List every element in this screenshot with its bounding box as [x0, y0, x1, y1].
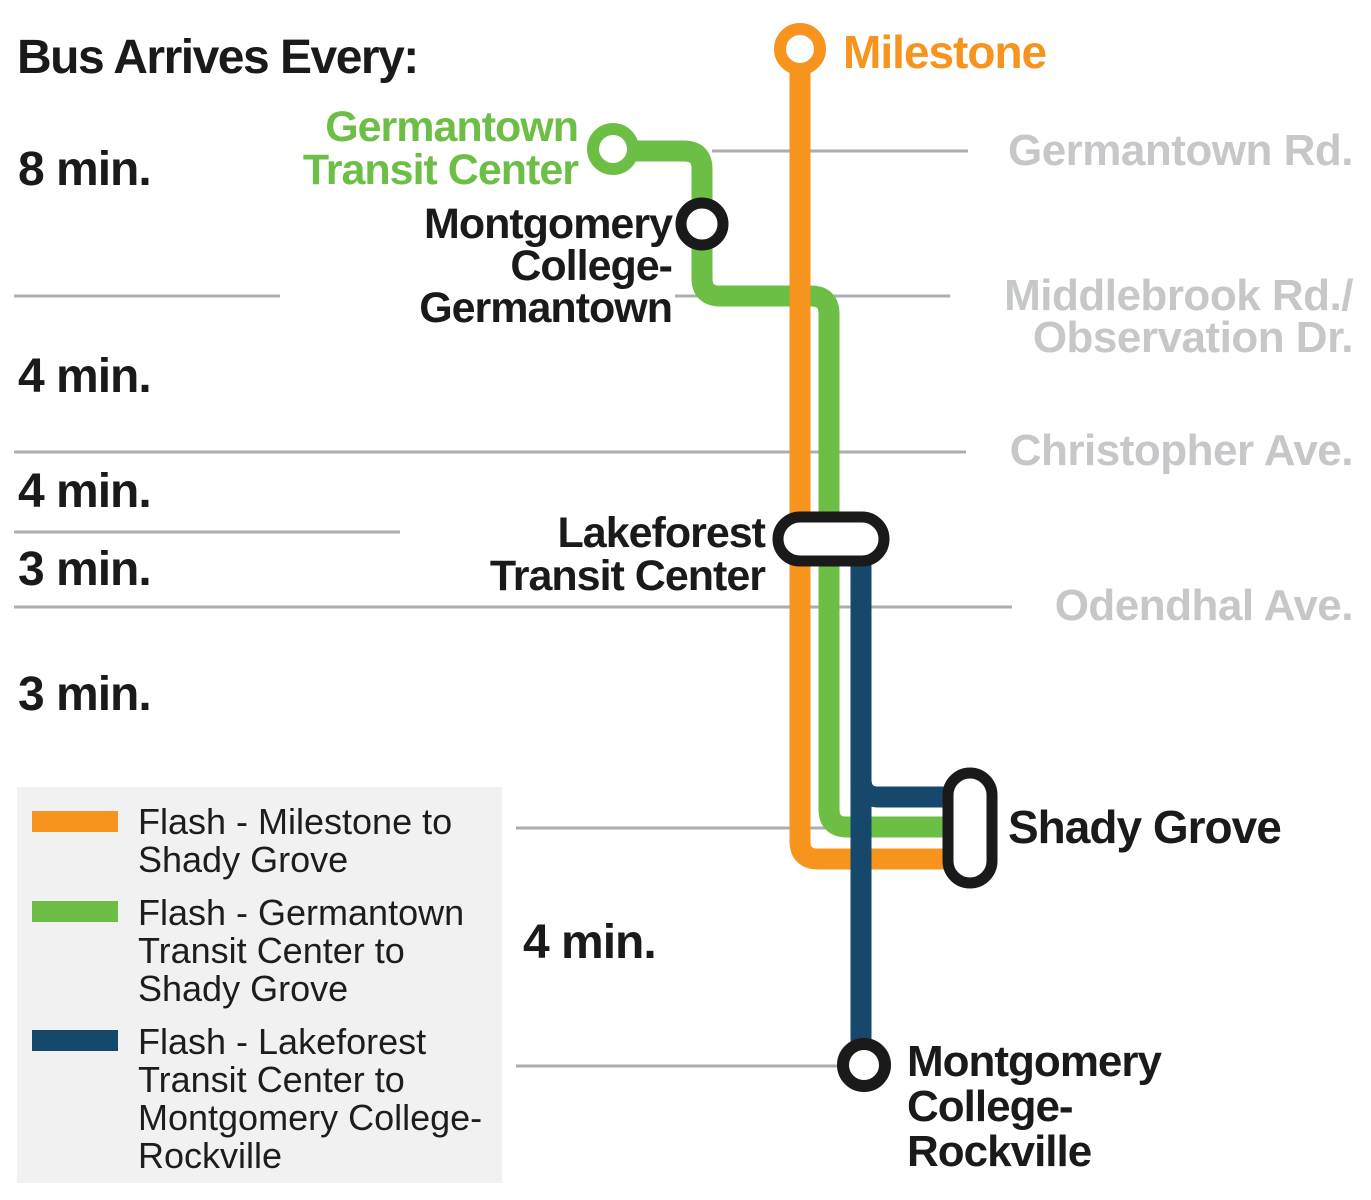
stop-label-montgomery-college-rockville: Montgomery College- Rockville: [907, 1037, 1162, 1176]
street-label-germantown-rd: Germantown Rd.: [1007, 126, 1354, 175]
legend-item-line: Rockville: [138, 1135, 283, 1176]
interval-label-4min-c: 4 min.: [523, 916, 657, 969]
stop-label-line: Rockville: [907, 1127, 1092, 1176]
page-title: Bus Arrives Every:: [17, 31, 419, 84]
legend-item-germantown-route: Flash - Germantown Transit Center to Sha…: [138, 894, 508, 1008]
legend: [17, 787, 502, 1183]
mc-rockville-stop-marker: [837, 1038, 891, 1092]
stop-label-line: Germantown: [325, 103, 579, 151]
stop-label-milestone: Milestone: [843, 26, 1047, 78]
lakeforest-tc-stop-marker: [772, 511, 890, 567]
street-label-middlebrook-observation: Middlebrook Rd./ Observation Dr.: [933, 274, 1354, 362]
stop-label-montgomery-college-germantown: Montgomery College- Germantown: [272, 200, 673, 332]
street-label-line: Observation Dr.: [1032, 313, 1354, 362]
stop-label-line: College-: [907, 1082, 1074, 1131]
legend-swatch-navy: [32, 1030, 118, 1051]
legend-item-line: Transit Center to: [138, 1059, 405, 1100]
legend-item-line: Shady Grove: [138, 839, 349, 880]
stop-label-line: College-: [510, 242, 673, 290]
stop-label-line: Germantown: [419, 284, 673, 332]
stop-label-line: Montgomery: [424, 200, 673, 248]
legend-item-lakeforest-route: Flash - Lakeforest Transit Center to Mon…: [138, 1023, 508, 1175]
milestone-stop-marker: [774, 23, 826, 75]
interval-label-4min-a: 4 min.: [18, 350, 152, 403]
route-orange-milestone-to-shadygrove: [789, 66, 960, 870]
stop-label-germantown-transit-center: Germantown Transit Center: [178, 103, 579, 194]
street-label-line: Middlebrook Rd./: [1004, 271, 1353, 320]
street-label-odendhal-ave: Odendhal Ave.: [1054, 581, 1354, 630]
germantown-tc-stop-marker: [587, 123, 639, 175]
stop-label-line: Lakeforest: [557, 509, 766, 557]
shady-grove-stop-marker: [942, 767, 998, 889]
legend-swatch-orange: [32, 811, 118, 832]
legend-item-line: Shady Grove: [138, 968, 349, 1009]
interval-label-4min-b: 4 min.: [18, 465, 152, 518]
legend-item-line: Flash - Germantown: [138, 892, 465, 933]
stop-label-line: Transit Center: [489, 552, 766, 600]
legend-item-line: Flash - Milestone to: [138, 801, 453, 842]
stop-label-lakeforest-transit-center: Lakeforest Transit Center: [365, 509, 766, 600]
stop-label-line: Transit Center: [302, 146, 579, 194]
legend-item-line: Montgomery College-: [138, 1097, 483, 1138]
stop-label-shady-grove: Shady Grove: [1008, 801, 1282, 853]
street-label-christopher-ave: Christopher Ave.: [1009, 426, 1354, 475]
interval-label-3min-b: 3 min.: [18, 668, 152, 721]
route-green-germantown-to-shadygrove: [632, 140, 960, 838]
route-navy-branch-to-shadygrove: [850, 765, 960, 808]
interval-label-3min-a: 3 min.: [18, 543, 152, 596]
legend-item-milestone-route: Flash - Milestone to Shady Grove: [138, 803, 508, 879]
mc-germantown-stop-marker: [675, 197, 729, 251]
legend-item-line: Transit Center to: [138, 930, 405, 971]
interval-label-8min: 8 min.: [18, 143, 152, 196]
legend-item-line: Flash - Lakeforest: [138, 1021, 427, 1062]
legend-swatch-green: [32, 901, 118, 922]
stop-label-line: Montgomery: [907, 1037, 1162, 1086]
